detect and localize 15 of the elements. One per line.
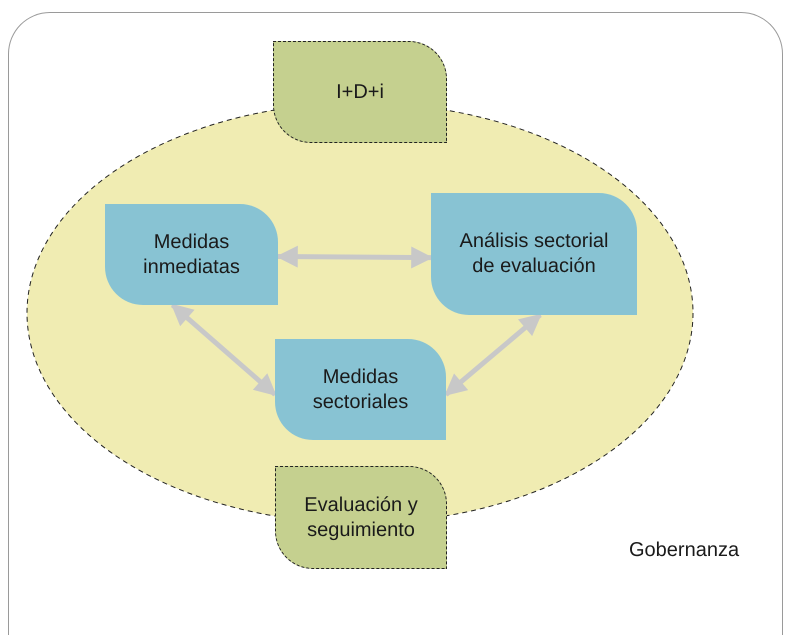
- node-label: Evaluación y seguimiento: [303, 492, 419, 542]
- node-label: Medidas inmediatas: [142, 230, 241, 280]
- node-label: Análisis sectorial de evaluación: [458, 229, 610, 279]
- process-box: [273, 41, 447, 143]
- node-label: I+D+i: [335, 80, 385, 104]
- process-box: [275, 466, 447, 569]
- node-label: Gobernanza: [629, 538, 740, 563]
- process-box: [431, 193, 637, 315]
- double-arrow: [170, 303, 277, 396]
- process-box: [275, 339, 446, 440]
- double-arrow: [276, 246, 434, 268]
- double-arrow: [444, 313, 542, 396]
- process-box: [105, 204, 278, 305]
- panel-background: [8, 12, 783, 635]
- node-label: Medidas sectoriales: [312, 364, 410, 414]
